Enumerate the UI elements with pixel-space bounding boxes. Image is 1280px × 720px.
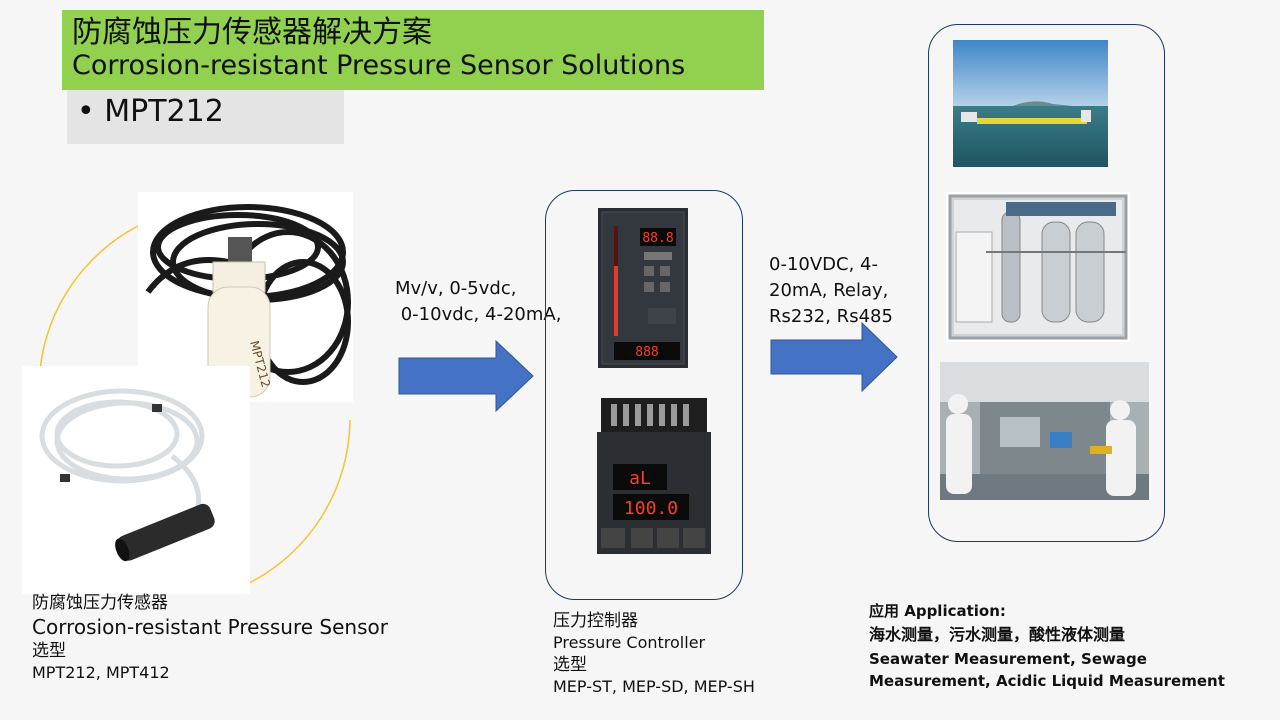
controller-display-1: 88.8 <box>642 231 673 246</box>
sensor-models: MPT212, MPT412 <box>32 663 170 682</box>
sensor-selection-label: 选型 <box>32 641 66 661</box>
controller-display-4: 100.0 <box>624 498 678 519</box>
arrow-right-icon <box>770 322 898 392</box>
application-line-zh: 海水测量，污水测量，酸性液体测量 <box>869 625 1126 644</box>
controller-selection-label: 选型 <box>553 655 587 675</box>
controller-photo-vertical: 88.8 888 <box>598 208 688 368</box>
model-bullet: • MPT212 <box>67 90 344 144</box>
output-signal-line-3: Rs232, Rs485 <box>769 306 893 327</box>
output-signal-line-2: 20mA, Relay, <box>769 280 889 301</box>
controller-display-3: aL <box>629 468 651 489</box>
application-line-en-1: Seawater Measurement, Sewage <box>869 650 1147 668</box>
arrow-right-icon <box>398 340 534 412</box>
input-signal-text: Mv/v, 0-5vdc, 0-10vdc, 4-20mA, <box>395 276 561 328</box>
controller-display-2: 888 <box>635 345 658 360</box>
decorative-arc <box>39 224 351 586</box>
application-line-en-2: Measurement, Acidic Liquid Measurement <box>869 672 1225 690</box>
application-description: 应用 Application: 海水测量，污水测量，酸性液体测量 Seawate… <box>869 600 1269 692</box>
controller-panel <box>545 190 743 600</box>
input-signal-line-2: 0-10vdc, 4-20mA, <box>395 304 562 325</box>
application-heading: 应用 Application: <box>869 602 1006 620</box>
output-signal-text: 0-10VDC, 4- 20mA, Relay, Rs232, Rs485 <box>769 252 893 330</box>
controller-photo-square: aL 100.0 <box>597 398 711 554</box>
sensor-label-en: Corrosion-resistant Pressure Sensor <box>32 615 388 639</box>
application-panel <box>928 24 1165 542</box>
controller-label-en: Pressure Controller <box>553 633 706 652</box>
controller-models: MEP-ST, MEP-SD, MEP-SH <box>553 677 755 696</box>
sensor-label-zh: 防腐蚀压力传感器 <box>32 593 168 613</box>
slide-title-zh: 防腐蚀压力传感器解决方案 <box>72 15 432 50</box>
output-signal-line-1: 0-10VDC, 4- <box>769 254 878 275</box>
sensor-photo-mpt412 <box>22 366 250 594</box>
title-banner: 防腐蚀压力传感器解决方案 Corrosion-resistant Pressur… <box>62 10 764 90</box>
water-treatment-photo <box>946 192 1130 342</box>
sensor-description: 防腐蚀压力传感器 Corrosion-resistant Pressure Se… <box>32 592 392 684</box>
acidic-liquid-facility-photo <box>940 362 1149 500</box>
seawater-photo <box>953 40 1108 167</box>
controller-description: 压力控制器 Pressure Controller 选型 MEP-ST, MEP… <box>553 610 793 698</box>
slide-title-en: Corrosion-resistant Pressure Sensor Solu… <box>72 50 686 81</box>
controller-label-zh: 压力控制器 <box>553 611 638 631</box>
input-signal-line-1: Mv/v, 0-5vdc, <box>395 278 517 299</box>
